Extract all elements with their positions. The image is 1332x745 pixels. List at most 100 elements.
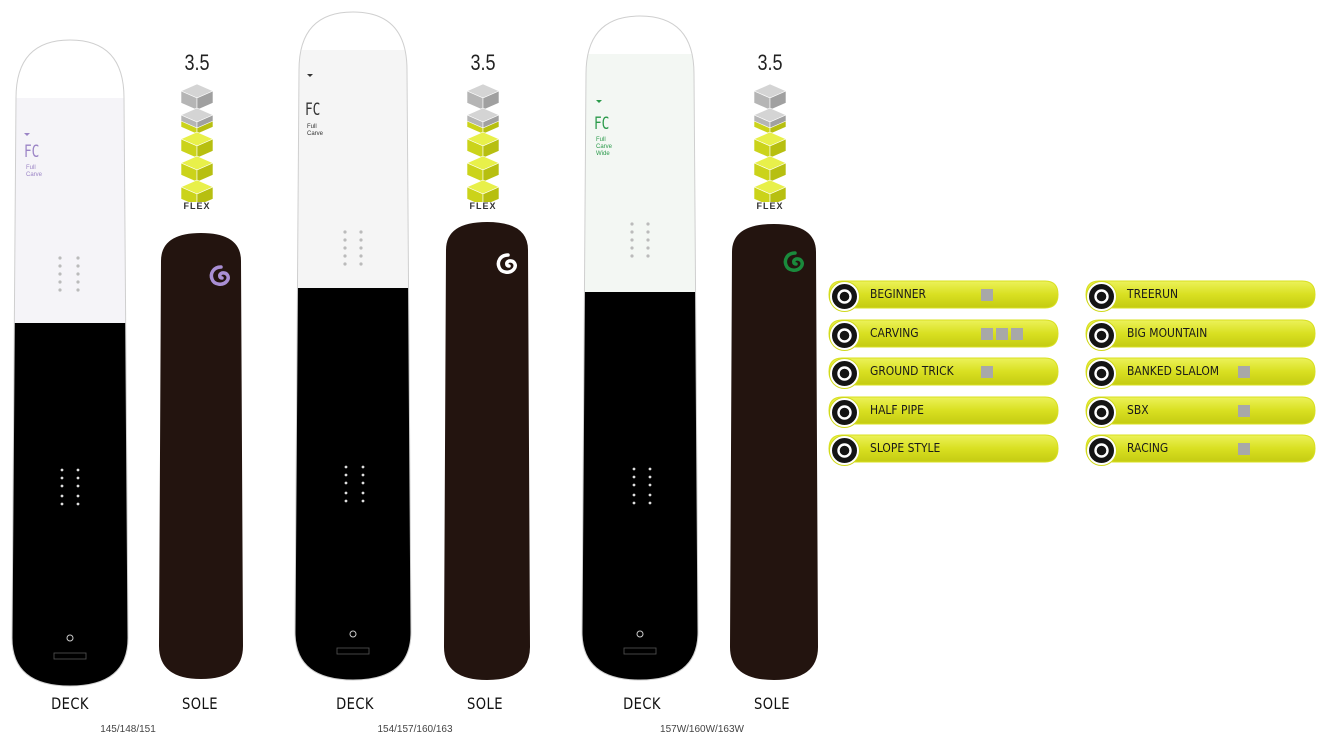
deck-model-mark: FC	[24, 142, 40, 162]
flex-value: 3.5	[184, 50, 210, 75]
rating-row-banked-slalom: BANKED SLALOM	[1085, 357, 1316, 388]
sole-logo	[783, 251, 804, 272]
flex-block	[466, 155, 500, 183]
rating-bar-shape	[1085, 434, 1316, 463]
rating-label: BEGINNER	[870, 286, 927, 301]
rating-row-slope-style: SLOPE STYLE	[828, 434, 1059, 465]
sole-label: SOLE	[182, 694, 218, 713]
deck-model-mark: FC	[594, 114, 610, 134]
flex-label: FLEX	[183, 201, 211, 211]
deck-label: DECK	[336, 694, 374, 713]
rating-bar-shape	[1085, 319, 1316, 347]
deck-label: DECK	[623, 694, 661, 713]
treerun-icon	[1087, 282, 1116, 311]
board-group-2: FC Full Carve 3.5 FLEX DECK SOLE 154/157…	[285, 0, 545, 745]
sbx-icon	[1087, 397, 1116, 427]
rating-bar-shape	[828, 434, 1059, 463]
deck-model-name: Full Carve	[26, 165, 43, 178]
flex-block	[180, 155, 214, 183]
rating-bar-shape	[828, 357, 1059, 386]
flex-block	[180, 107, 214, 135]
rating-row-beginner: BEGINNER	[828, 280, 1059, 311]
rating-label: GROUND TRICK	[870, 363, 954, 378]
rating-level-square	[981, 289, 993, 301]
sole-label: SOLE	[467, 694, 503, 713]
flex-block	[753, 179, 787, 202]
half-pipe-icon	[830, 397, 859, 427]
sole-board	[730, 224, 818, 680]
flex-scale	[753, 83, 787, 202]
flex-label: FLEX	[469, 201, 497, 211]
flex-block	[180, 131, 214, 159]
rating-row-sbx: SBX	[1085, 396, 1316, 427]
flex-block	[180, 179, 214, 202]
rating-level-square	[996, 327, 1008, 340]
rating-bar-shape	[1085, 280, 1316, 309]
flex-block	[753, 131, 787, 159]
size-list: 154/157/160/163	[377, 724, 453, 735]
flex-scale	[180, 83, 214, 202]
deck-board	[581, 15, 699, 681]
rating-row-carving: CARVING	[828, 319, 1059, 350]
racing-icon	[1087, 436, 1116, 465]
deck-model-mark: FC	[305, 100, 321, 120]
deck-label: DECK	[51, 694, 89, 713]
flex-block	[753, 155, 787, 183]
rating-level-square	[1238, 366, 1250, 378]
rating-bar-shape	[1085, 396, 1316, 424]
flex-block	[180, 83, 214, 111]
rating-level-square	[1011, 327, 1023, 340]
rating-label: CARVING	[870, 324, 919, 340]
flex-block	[466, 107, 500, 135]
rating-label: SBX	[1127, 401, 1149, 417]
flex-value: 3.5	[757, 50, 783, 75]
flex-block	[466, 83, 500, 111]
rating-bar-shape	[828, 319, 1059, 347]
sole-logo	[209, 265, 230, 286]
rating-row-big-mountain: BIG MOUNTAIN	[1085, 319, 1316, 350]
rating-level-square	[981, 327, 993, 340]
sole-label: SOLE	[754, 694, 790, 713]
rating-bar-shape	[1085, 357, 1316, 386]
flex-value: 3.5	[470, 50, 496, 75]
flex-block	[466, 179, 500, 202]
board-group-1: FC Full Carve 3.5 FLEX DECK SOLE 145/148…	[0, 0, 260, 745]
sole-logo	[496, 253, 517, 274]
rating-label: HALF PIPE	[870, 401, 924, 417]
flex-block	[466, 131, 500, 159]
sole-board	[444, 222, 530, 680]
flex-block	[753, 83, 787, 111]
rating-label: SLOPE STYLE	[870, 440, 941, 455]
rating-row-racing: RACING	[1085, 434, 1316, 465]
ratings-left-column: BEGINNER CARVING GROUND TRICK	[828, 280, 1068, 470]
beginner-icon	[830, 282, 859, 311]
rating-label: TREERUN	[1127, 286, 1179, 301]
size-list: 145/148/151	[100, 724, 156, 735]
rating-label: RACING	[1127, 440, 1169, 455]
flex-scale	[466, 83, 500, 202]
rating-label: BIG MOUNTAIN	[1127, 324, 1208, 340]
rating-level-square	[1238, 443, 1250, 455]
rating-level-square	[981, 366, 993, 378]
banked-slalom-icon	[1087, 359, 1116, 388]
deck-board	[11, 39, 129, 687]
board-group-3: FC Full Carve Wide 3.5 FLEX DECK SOLE 15…	[572, 0, 832, 745]
deck-model-name: Full Carve	[307, 124, 324, 137]
big-mountain-icon	[1087, 320, 1116, 350]
rating-row-treerun: TREERUN	[1085, 280, 1316, 311]
deck-board	[294, 11, 412, 681]
sole-board	[159, 233, 243, 679]
carving-icon	[830, 320, 859, 350]
rating-bar-shape	[828, 396, 1059, 424]
flex-block	[753, 107, 787, 135]
rating-level-square	[1238, 404, 1250, 417]
rating-label: BANKED SLALOM	[1127, 363, 1220, 378]
ratings-right-column: TREERUN BIG MOUNTAIN BANKED SLALOM	[1085, 280, 1325, 470]
slope-style-icon	[830, 436, 859, 465]
size-list: 157W/160W/163W	[660, 724, 744, 735]
rating-row-ground-trick: GROUND TRICK	[828, 357, 1059, 388]
flex-label: FLEX	[756, 201, 784, 211]
deck-model-name: Full Carve Wide	[596, 137, 613, 157]
ground-trick-icon	[830, 359, 859, 388]
rating-row-half-pipe: HALF PIPE	[828, 396, 1059, 427]
